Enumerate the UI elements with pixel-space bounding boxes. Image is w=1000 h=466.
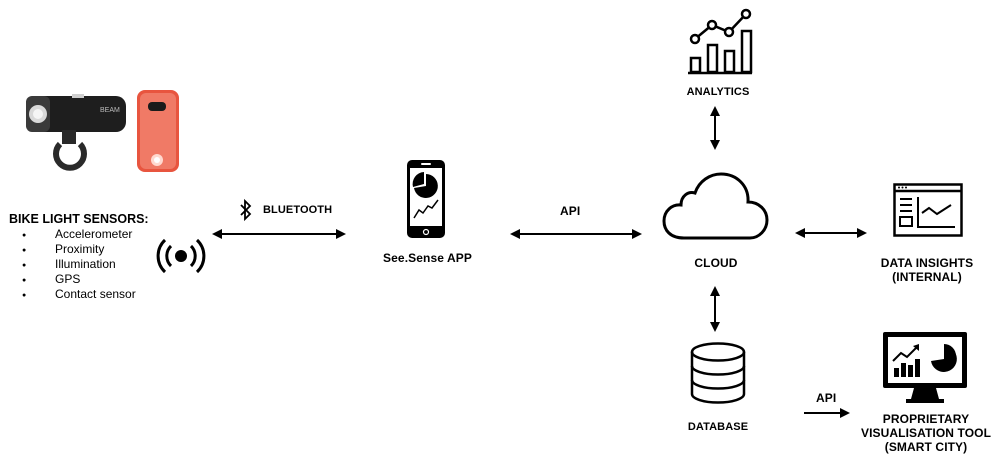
sensor-item: Accelerometer (0, 227, 136, 243)
sensor-item: GPS (0, 272, 136, 288)
sensor-item: Contact sensor (0, 287, 136, 303)
broadcast-signal-icon (156, 238, 206, 274)
rear-light-icon (137, 90, 179, 172)
insights-label: DATA INSIGHTS (INTERNAL) (862, 256, 992, 284)
visualisation-label-line2: VISUALISATION TOOL (860, 426, 992, 440)
bike-lights-image: BEAM (26, 90, 179, 172)
database-label: DATABASE (687, 421, 749, 433)
sensors-title: BIKE LIGHT SENSORS: (9, 212, 149, 226)
database-icon (690, 342, 746, 404)
analytics-icon (688, 8, 753, 75)
sensors-list: Accelerometer Proximity Illumination GPS… (0, 227, 136, 303)
visualisation-label-line3: (SMART CITY) (884, 440, 968, 454)
insights-link-arrow (795, 228, 867, 238)
visualisation-link-arrow (804, 408, 850, 418)
cloud-label: CLOUD (694, 256, 738, 270)
insights-label-line2: (INTERNAL) (892, 270, 962, 284)
database-link-arrow (710, 286, 720, 332)
bluetooth-link-arrow (212, 229, 346, 239)
bluetooth-icon (240, 198, 252, 222)
sensor-item: Illumination (0, 257, 136, 273)
visualisation-label: PROPRIETARY VISUALISATION TOOL (SMART CI… (856, 412, 996, 454)
dashboard-window-icon (893, 183, 963, 237)
visualisation-label-line1: PROPRIETARY (882, 412, 970, 426)
app-label: See.Sense APP (383, 251, 472, 265)
front-light-icon: BEAM (26, 94, 126, 171)
monitor-dashboard-icon (883, 332, 967, 403)
svg-text:BEAM: BEAM (100, 107, 120, 114)
smartphone-icon (407, 160, 445, 238)
insights-label-line1: DATA INSIGHTS (880, 256, 974, 270)
api-link-arrow (510, 229, 642, 239)
bluetooth-label: BLUETOOTH (263, 204, 333, 216)
api-label: API (560, 204, 581, 218)
sensor-item: Proximity (0, 242, 136, 258)
api-db-label: API (816, 391, 837, 405)
cloud-icon (662, 172, 769, 240)
analytics-link-arrow (710, 106, 720, 150)
analytics-label: ANALYTICS (686, 86, 750, 98)
